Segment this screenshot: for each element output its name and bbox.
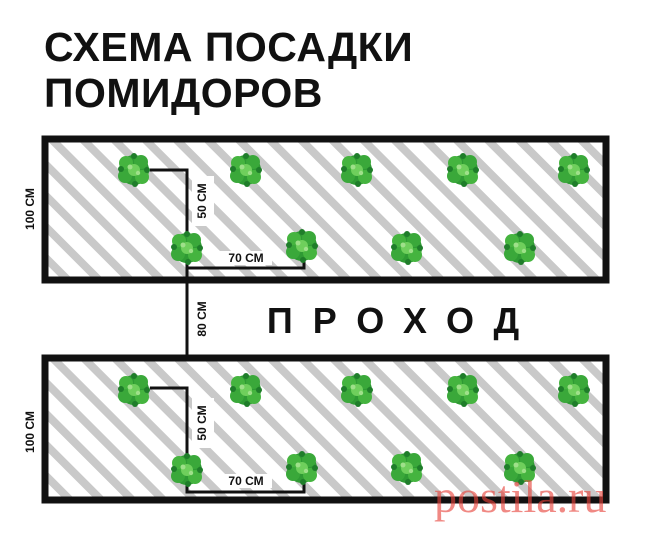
bed-2: 50 СМ 70 СМ 100 СМ [23, 354, 610, 504]
tomato-plant [391, 231, 423, 265]
tomato-plant [558, 153, 590, 187]
tomato-plant [391, 451, 423, 485]
tomato-plant [230, 153, 262, 187]
tomato-plant [118, 373, 150, 407]
bed-1: 50 СМ 70 СМ 100 СМ [23, 135, 610, 284]
bed-1-row-spacing-label: 50 СМ [195, 183, 209, 218]
bed-1-plant-spacing-label: 70 СМ [228, 251, 263, 265]
bed-1-row-spacing-line [150, 168, 189, 255]
tomato-plant [171, 231, 203, 265]
tomato-plant [171, 453, 203, 487]
tomato-plant [558, 373, 590, 407]
bed-2-row-spacing-label: 50 СМ [195, 405, 209, 440]
bed-2-plant-spacing-label: 70 СМ [228, 474, 263, 488]
label-bg [192, 176, 214, 226]
aisle-width-label: 80 СМ [195, 301, 209, 336]
tomato-plant [286, 451, 318, 485]
title-line-1: СХЕМА ПОСАДКИ [44, 24, 414, 70]
label-bg [192, 293, 214, 345]
label-bg [220, 474, 272, 488]
tomato-plant [447, 373, 479, 407]
aisle-label: ПРОХОД [267, 300, 539, 341]
tomato-plant [447, 153, 479, 187]
label-bg [220, 251, 272, 265]
diagram-title: СХЕМА ПОСАДКИ ПОМИДОРОВ [44, 24, 413, 116]
tomato-plant [504, 231, 536, 265]
bed-2-width-label: 100 СМ [23, 411, 37, 453]
tomato-plant [286, 229, 318, 263]
watermark: postila.ru [434, 471, 607, 522]
bed-1-width-label: 100 СМ [23, 188, 37, 230]
tomato-plant [118, 153, 150, 187]
tomato-plant [341, 153, 373, 187]
tomato-plant [230, 373, 262, 407]
label-bg [192, 398, 214, 448]
bed-2-row-spacing-line [150, 386, 189, 475]
title-line-2: ПОМИДОРОВ [44, 70, 323, 116]
tomato-plant [341, 373, 373, 407]
